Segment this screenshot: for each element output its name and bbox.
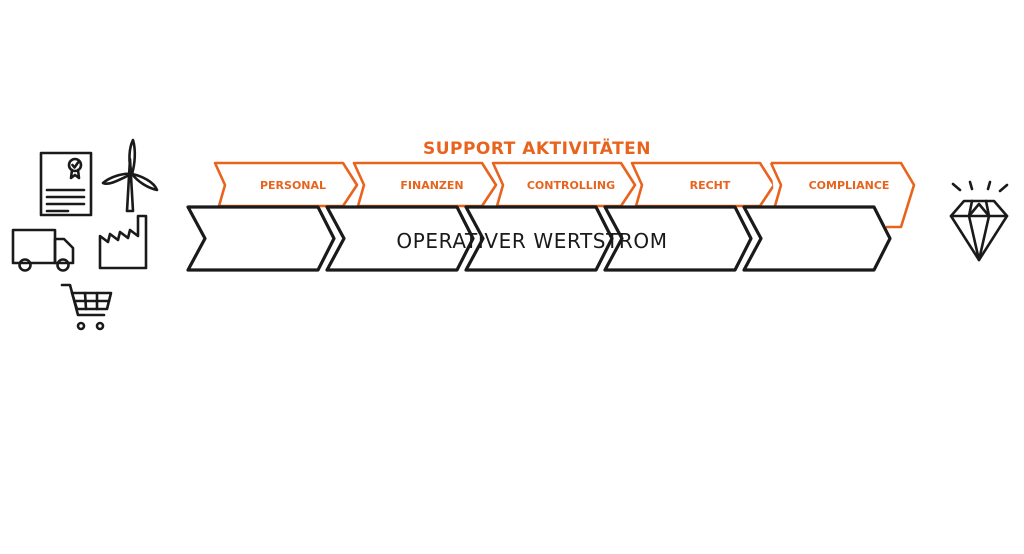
support-activity-label: PERSONAL (260, 179, 326, 192)
support-activity-label: COMPLIANCE (809, 179, 890, 192)
input-icons (11, 138, 159, 331)
truck-icon (11, 228, 75, 272)
value-stream-chevron (742, 205, 892, 272)
support-activities-title: SUPPORT AKTIVITÄTEN (423, 137, 651, 159)
support-activity-label: CONTROLLING (527, 179, 615, 192)
support-activity-label: RECHT (690, 179, 731, 192)
wind-turbine-icon (101, 138, 159, 213)
value-stream-chevron (325, 205, 475, 272)
support-activity-recht: RECHT (630, 161, 776, 208)
diamond-icon (949, 180, 1009, 262)
support-activity-label: FINANZEN (400, 179, 463, 192)
value-stream-chevron (186, 205, 336, 272)
certificate-icon (39, 151, 93, 217)
support-activity-compliance: COMPLIANCE (769, 161, 916, 229)
value-stream-chevron (603, 205, 753, 272)
value-stream-chevron (464, 205, 614, 272)
support-activity-personal: PERSONAL (213, 161, 359, 208)
shopping-cart-icon (60, 283, 113, 331)
support-activity-finanzen: FINANZEN (352, 161, 498, 208)
value-stream-label: OPERATIVER WERTSTROM (396, 229, 667, 253)
support-chevron-shape (769, 161, 916, 229)
factory-icon (98, 214, 148, 270)
value-stream (186, 205, 892, 272)
support-activity-controlling: CONTROLLING (491, 161, 637, 208)
